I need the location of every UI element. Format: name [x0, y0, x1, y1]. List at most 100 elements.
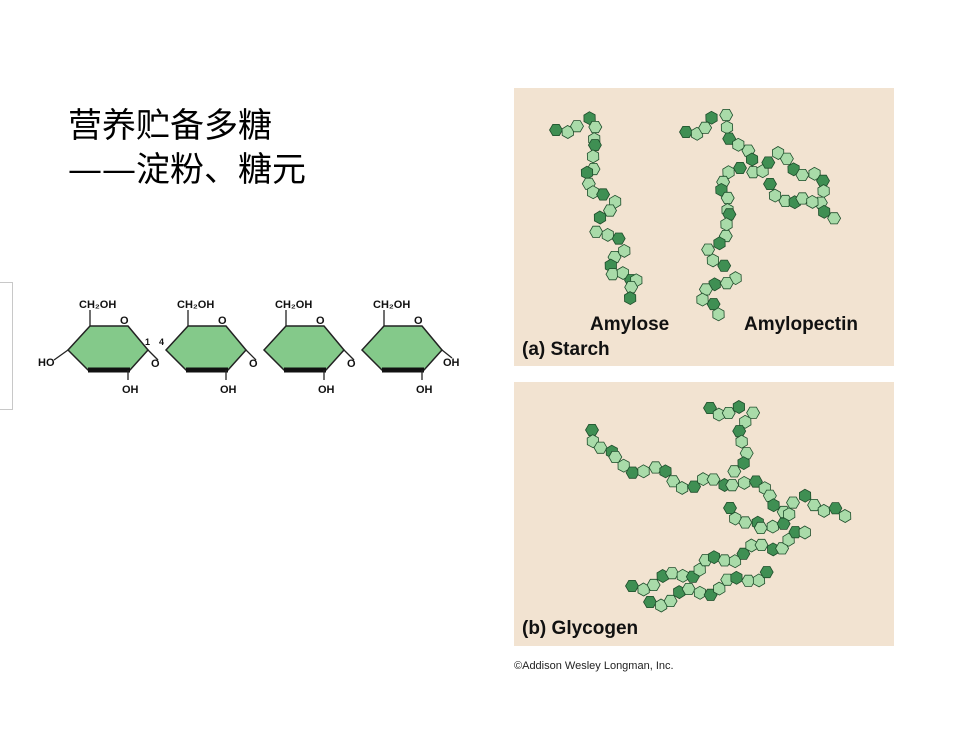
- glucose-bead: [741, 574, 756, 587]
- glucose-bead: [648, 461, 663, 474]
- oh-label-end: OH: [443, 357, 460, 369]
- glucose-bead: [593, 210, 607, 225]
- glucose-bead: [570, 120, 584, 133]
- ch2oh-label-1: CH₂OH: [79, 299, 116, 311]
- glucose-bead: [707, 550, 721, 565]
- slide-title: 营养贮备多糖 ——淀粉、糖元: [68, 104, 306, 192]
- glucose-bead: [601, 227, 614, 242]
- glucose-bead: [732, 425, 747, 438]
- glucose-bead: [665, 567, 680, 580]
- amylose-chain: [549, 111, 643, 306]
- glucose-bead: [625, 579, 639, 593]
- glucose-bead: [738, 475, 751, 490]
- glucose-bead: [733, 162, 747, 174]
- glucose-bead: [549, 124, 563, 136]
- glucose-bead: [721, 406, 736, 419]
- glucose-bead: [719, 277, 734, 290]
- glucose-bead: [646, 578, 661, 592]
- glucose-chain-diagram: CH₂OH O HO OH 1 4 O CH₂OH O OH O C: [38, 299, 460, 396]
- copyright-credit: ©Addison Wesley Longman, Inc.: [514, 660, 674, 672]
- glucose-bead: [698, 283, 713, 296]
- title-line-2: ——淀粉、糖元: [68, 150, 306, 190]
- glucose-bead: [739, 414, 752, 429]
- glucose-bead: [588, 121, 603, 134]
- glucose-bead: [605, 268, 620, 281]
- glucose-bead: [586, 185, 600, 200]
- glucose-bead: [618, 243, 631, 258]
- glucose-bead: [732, 400, 746, 414]
- glucose-bead: [729, 271, 742, 286]
- ch2oh-label-2: CH₂OH: [177, 299, 214, 311]
- glucose-bead: [763, 178, 777, 190]
- glucose-ring-1: CH₂OH O HO OH 1 4 O: [38, 299, 164, 396]
- glucose-bead: [787, 162, 800, 177]
- glucose-bead: [585, 424, 599, 436]
- glucose-bead: [720, 191, 735, 204]
- starch-caption: (a) Starch: [522, 339, 610, 360]
- glucose-bead: [712, 307, 725, 322]
- glucose-bead: [838, 509, 852, 523]
- ch2oh-label-4: CH₂OH: [373, 299, 410, 311]
- glucose-bead: [589, 225, 604, 238]
- glucose-bead: [778, 194, 793, 207]
- glucose-bead: [623, 291, 637, 306]
- glucose-bead: [817, 503, 831, 518]
- glucose-bead: [795, 169, 810, 181]
- glucose-bead: [637, 464, 650, 479]
- starch-panel: Amylose Amylopectin (a) Starch: [514, 88, 894, 366]
- glucose-bead: [616, 266, 630, 280]
- glucose-bead: [713, 236, 726, 251]
- glucose-bead: [746, 166, 761, 179]
- glucose-bead: [580, 165, 594, 180]
- position-4-label: 4: [159, 337, 164, 347]
- amylose-label: Amylose: [590, 314, 670, 335]
- ch2oh-label-3: CH₂OH: [275, 299, 312, 311]
- glucose-bead: [727, 465, 742, 478]
- glucose-bead: [593, 441, 608, 454]
- glucose-ring-2: CH₂OH O OH O: [164, 299, 258, 396]
- glucose-bead: [779, 152, 794, 165]
- glucose-bead: [675, 481, 689, 495]
- glucose-bead: [587, 139, 602, 152]
- glucose-bead: [795, 192, 810, 205]
- glycogen-chain: [585, 400, 852, 613]
- glucose-bead: [596, 188, 611, 201]
- glucose-bead: [818, 204, 831, 219]
- glucose-bead: [808, 166, 821, 181]
- glucose-bead: [788, 526, 803, 539]
- oh-label-4: OH: [416, 384, 433, 396]
- glucose-bead: [798, 488, 812, 503]
- glucose-bead: [745, 152, 759, 167]
- oh-label-1: OH: [122, 384, 139, 396]
- ring-oxygen-4: O: [414, 315, 423, 327]
- ring-oxygen-2: O: [218, 315, 227, 327]
- glucose-bead: [611, 232, 626, 245]
- glucose-bead: [735, 434, 748, 449]
- glucose-bead: [697, 472, 710, 487]
- glucose-bead: [766, 519, 779, 534]
- glucose-bead: [746, 406, 761, 419]
- glucose-bead: [624, 281, 639, 294]
- glucose-bead: [798, 525, 811, 540]
- oh-label-3: OH: [318, 384, 335, 396]
- glucose-bead: [723, 502, 737, 515]
- glucose-ring-3: CH₂OH O OH O: [262, 299, 356, 396]
- glucose-bead: [729, 511, 742, 526]
- glucose-bead: [827, 212, 842, 225]
- glucose-bead: [679, 126, 693, 138]
- glucose-bead: [817, 184, 830, 199]
- glucose-bead: [717, 554, 732, 567]
- glucose-bead: [701, 243, 716, 256]
- glucose-bead: [706, 473, 721, 486]
- glucose-bead: [771, 146, 785, 160]
- ho-label: HO: [38, 357, 55, 369]
- glucose-bead: [693, 585, 707, 600]
- glucose-bead: [720, 120, 734, 135]
- glucose-bead: [737, 456, 750, 471]
- glucose-bead: [720, 217, 733, 232]
- glycosidic-o-2: O: [249, 358, 258, 370]
- glucose-bead: [725, 479, 740, 492]
- glucose-bead: [768, 188, 782, 203]
- glucose-bead: [706, 253, 720, 268]
- glucose-bead: [603, 204, 617, 217]
